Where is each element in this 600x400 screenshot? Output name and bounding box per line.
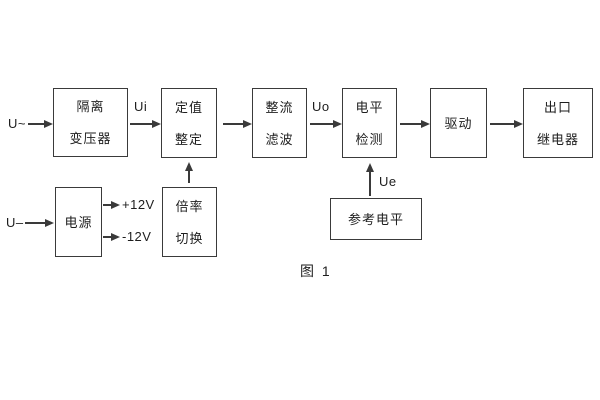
block-ratio-switch: 倍率 切换 (162, 187, 217, 257)
signal-label-ac-input: U~ (8, 116, 26, 131)
block-isolation-transformer: 隔离 变压器 (53, 88, 128, 157)
signal-label-plus-12v: +12V (122, 197, 155, 212)
arrow-right-icon (490, 123, 515, 125)
block-label: 检测 (355, 131, 384, 147)
block-label: 滤波 (265, 131, 294, 147)
arrow-right-icon (25, 222, 46, 224)
arrow-right-icon (103, 204, 112, 206)
figure-caption: 图 1 (300, 263, 332, 279)
block-label: 继电器 (536, 131, 579, 147)
arrow-up-icon (188, 170, 190, 183)
block-power-supply: 电源 (55, 187, 102, 257)
signal-label-ue: Ue (379, 174, 397, 189)
signal-label-dc-input: U– (6, 215, 24, 230)
arrow-right-icon (130, 123, 153, 125)
arrow-up-icon (369, 171, 371, 196)
block-label: 电平 (355, 99, 384, 115)
block-output-relay: 出口 继电器 (523, 88, 593, 158)
block-label: 出口 (543, 99, 572, 115)
block-level-detect: 电平 检测 (342, 88, 397, 158)
block-label: 倍率 (175, 198, 204, 214)
arrow-right-icon (103, 236, 112, 238)
block-label: 整流 (265, 99, 294, 115)
block-label: 隔离 (76, 99, 105, 114)
block-reference-level: 参考电平 (330, 198, 422, 240)
block-driver: 驱动 (430, 88, 487, 158)
block-label: 变压器 (69, 131, 112, 146)
block-label: 驱动 (444, 115, 473, 131)
block-rectify-filter: 整流 滤波 (252, 88, 307, 158)
block-label: 定值 (174, 99, 203, 115)
arrow-right-icon (28, 123, 45, 125)
block-label: 整定 (174, 131, 203, 147)
signal-label-ui: Ui (134, 99, 148, 114)
block-label: 参考电平 (347, 211, 404, 227)
arrow-right-icon (223, 123, 244, 125)
arrow-right-icon (310, 123, 334, 125)
block-label: 切换 (175, 230, 204, 246)
signal-label-minus-12v: -12V (122, 229, 152, 244)
block-label: 电源 (64, 214, 93, 230)
block-setting-adjust: 定值 整定 (161, 88, 217, 158)
arrow-right-icon (400, 123, 422, 125)
signal-label-uo: Uo (312, 99, 330, 114)
